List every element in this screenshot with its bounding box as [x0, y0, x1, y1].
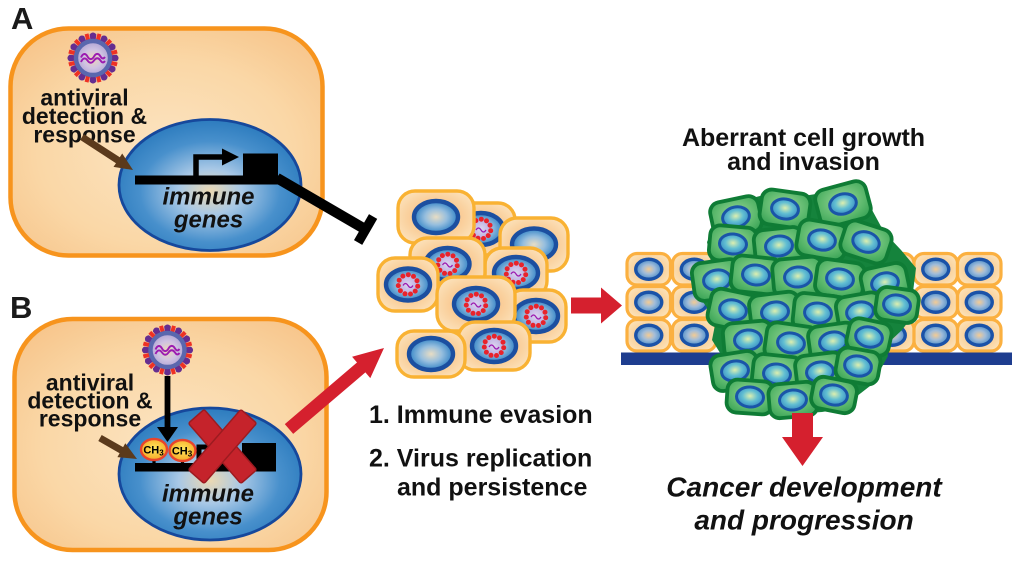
svg-text:immune: immune [162, 481, 254, 508]
svg-text:1. Immune evasion: 1. Immune evasion [369, 401, 593, 429]
svg-text:and persistence: and persistence [397, 474, 587, 502]
svg-text:immune: immune [162, 184, 254, 211]
svg-text:2. Virus replication: 2. Virus replication [369, 445, 592, 473]
svg-text:B: B [10, 290, 32, 325]
svg-text:and progression: and progression [694, 505, 913, 536]
svg-text:A: A [11, 1, 33, 36]
svg-text:antiviral: antiviral [46, 370, 134, 396]
svg-text:and invasion: and invasion [727, 148, 880, 176]
svg-text:response: response [39, 406, 141, 432]
svg-text:genes: genes [172, 504, 242, 531]
svg-text:Aberrant cell growth: Aberrant cell growth [682, 124, 925, 152]
svg-text:CH3: CH3 [143, 445, 164, 458]
svg-text:detection &: detection & [27, 388, 152, 414]
svg-text:genes: genes [173, 207, 243, 234]
svg-text:Cancer development: Cancer development [666, 472, 943, 503]
svg-text:detection &: detection & [22, 103, 147, 129]
svg-text:CH3: CH3 [172, 446, 193, 459]
svg-text:antiviral: antiviral [40, 85, 128, 111]
